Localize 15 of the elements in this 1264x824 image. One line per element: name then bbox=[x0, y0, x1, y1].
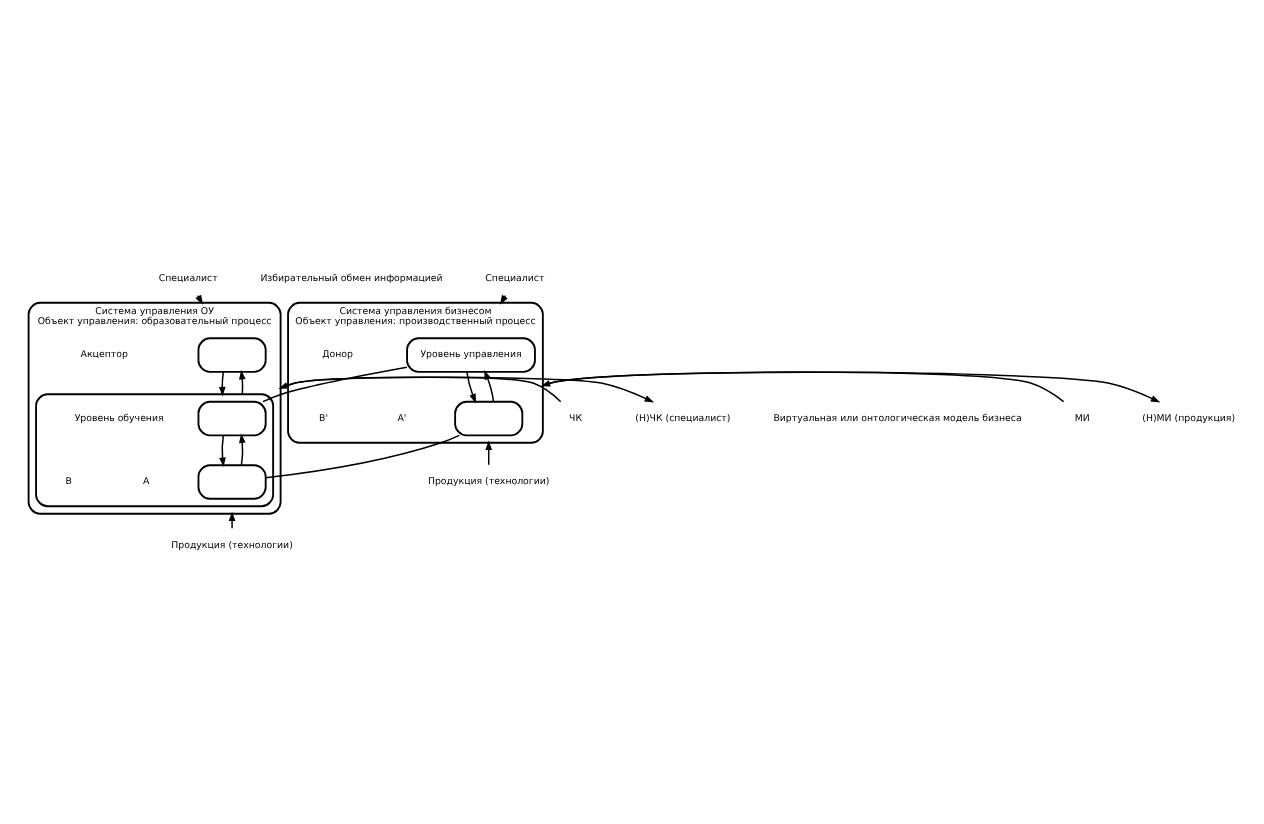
arrow bbox=[540, 371, 1065, 403]
node-box bbox=[197, 464, 267, 500]
cluster bbox=[35, 393, 275, 508]
connector bbox=[264, 434, 461, 479]
arrow bbox=[219, 434, 226, 468]
arrow bbox=[466, 371, 477, 404]
node-box bbox=[197, 400, 267, 437]
arrow bbox=[228, 511, 236, 529]
arrow bbox=[279, 376, 655, 403]
arrow bbox=[542, 371, 1161, 403]
node-box bbox=[454, 400, 524, 437]
node-box bbox=[197, 337, 267, 373]
arrow bbox=[239, 433, 246, 466]
arrow bbox=[278, 376, 562, 403]
connector bbox=[262, 366, 408, 403]
